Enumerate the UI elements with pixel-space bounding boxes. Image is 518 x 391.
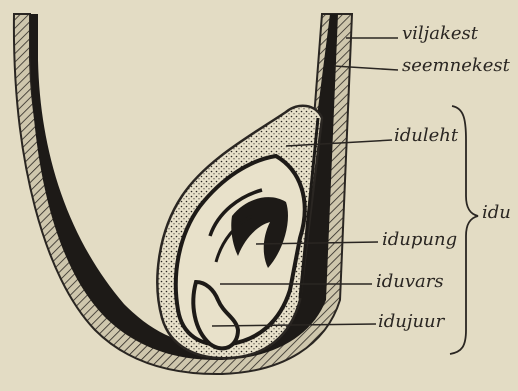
- label-viljakest: viljakest: [402, 25, 478, 43]
- label-idujuur: idujuur: [378, 313, 444, 331]
- label-iduvars: iduvars: [376, 273, 444, 291]
- label-idupung: idupung: [382, 231, 457, 249]
- label-idu: idu: [482, 204, 511, 222]
- label-iduleht: iduleht: [394, 127, 458, 145]
- label-seemnekest: seemnekest: [402, 57, 510, 75]
